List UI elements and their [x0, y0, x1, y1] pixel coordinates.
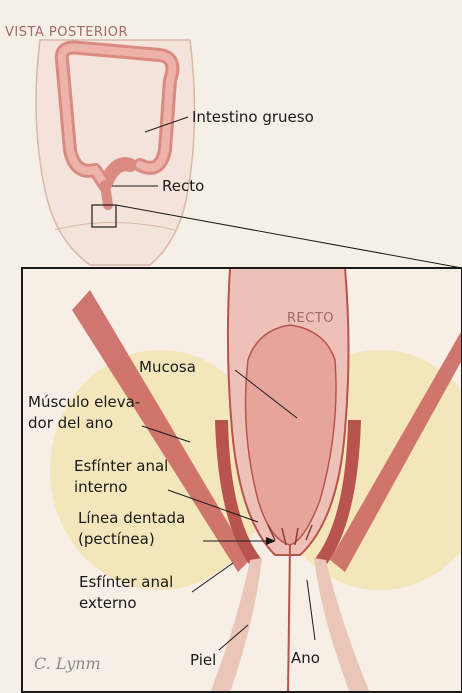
label-internal-sphincter-line1: Esfínter anal	[74, 457, 168, 476]
label-mucosa: Mucosa	[139, 358, 196, 377]
label-skin: Piel	[190, 651, 216, 670]
label-rectum: Recto	[162, 177, 204, 196]
label-levator-line1: Músculo eleva-	[28, 393, 140, 412]
label-dentate-line2: (pectínea)	[78, 530, 155, 549]
label-anus: Ano	[291, 649, 320, 668]
view-title: VISTA POSTERIOR	[5, 25, 128, 40]
label-external-sphincter-line2: externo	[79, 594, 137, 613]
label-internal-sphincter-line2: interno	[74, 478, 127, 497]
artist-signature: C. Lynm	[34, 654, 101, 673]
label-dentate-line1: Línea dentada	[78, 509, 185, 528]
label-external-sphincter-line1: Esfínter anal	[79, 573, 173, 592]
label-levator-line2: dor del ano	[28, 414, 113, 433]
detail-region-title: RECTO	[287, 311, 334, 326]
label-large-intestine: Intestino grueso	[192, 108, 314, 127]
